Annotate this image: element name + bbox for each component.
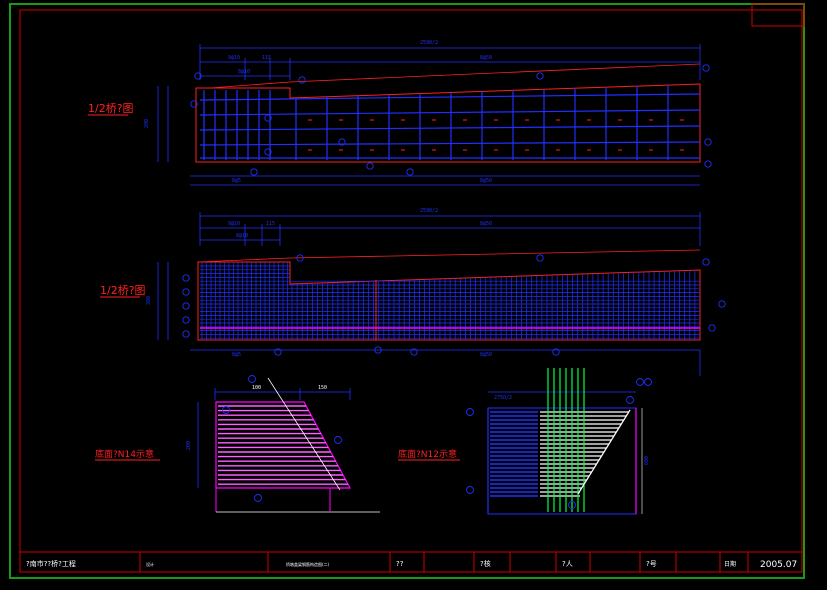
dim-seg-top-bottom: 8@5 bbox=[232, 178, 241, 184]
callout-circle bbox=[406, 168, 414, 176]
callout-circle bbox=[708, 324, 716, 332]
callout-circle bbox=[250, 168, 258, 176]
callout-circle bbox=[264, 114, 272, 122]
dim-n12-height: 600 bbox=[644, 456, 650, 465]
callout-circle bbox=[536, 254, 544, 262]
dim-sub2-mid: 115 bbox=[266, 221, 275, 227]
callout-circle bbox=[552, 348, 560, 356]
title-field-d: ?号 bbox=[646, 560, 657, 568]
callout-circle bbox=[536, 72, 544, 80]
dim-sub2-top: 115 bbox=[262, 55, 271, 61]
callout-circle bbox=[298, 76, 306, 84]
detail-n12-label: 底面?N12示意 bbox=[398, 448, 457, 460]
title-field-c: ?人 bbox=[562, 560, 573, 568]
dim-sub1-mid: 9@10 bbox=[228, 221, 240, 227]
dim-n14-b: 150 bbox=[318, 385, 327, 391]
callout-circle bbox=[190, 100, 198, 108]
dim-vert-top: 200 bbox=[144, 119, 150, 128]
dim-main-top-bottom: 8@50 bbox=[480, 178, 492, 184]
dim-n12-total: 2750/2 bbox=[494, 395, 512, 401]
dim-seg-mid-bottom: 8@5 bbox=[232, 352, 241, 358]
callout-circle bbox=[296, 254, 304, 262]
detail-n12: 2750/2 600 底面?N12示意 bbox=[398, 368, 652, 515]
middle-view: 2590/2 8@50 9@10 115 8@10 8@50 8@5 200 1… bbox=[100, 208, 726, 376]
top-view-label: 1/2桥?图 bbox=[88, 102, 134, 115]
outer-frame bbox=[9, 3, 805, 579]
title-project: ?南市??桥?工程 bbox=[26, 559, 76, 568]
dim-n14-a: 100 bbox=[252, 385, 261, 391]
callout-circle bbox=[264, 148, 272, 156]
dim-sub1-top: 9@10 bbox=[228, 55, 240, 61]
callout-circle bbox=[182, 288, 190, 296]
title-date: 2005.07 bbox=[760, 560, 797, 570]
dim-vert-mid: 200 bbox=[146, 296, 152, 305]
dim-main-mid: 8@50 bbox=[480, 221, 492, 227]
title-field-a: ?? bbox=[396, 560, 404, 568]
callout-circle bbox=[410, 348, 418, 356]
title-designer: 设计 bbox=[146, 561, 154, 567]
middle-view-label: 1/2桥?图 bbox=[100, 284, 146, 297]
dim-side-mid: 8@10 bbox=[236, 233, 248, 239]
callout-circle bbox=[182, 274, 190, 282]
callout-circle bbox=[194, 72, 202, 80]
title-field-b: ?核 bbox=[480, 559, 491, 568]
top-view: 2590/2 8@50 9@10 115 8@10 8@50 8@5 bbox=[88, 40, 712, 186]
dim-total-mid: 2590/2 bbox=[420, 208, 438, 214]
detail-n14-label: 底面?N14示意 bbox=[95, 448, 154, 460]
callout-circle bbox=[338, 138, 346, 146]
callout-circle bbox=[182, 302, 190, 310]
callout-circle bbox=[704, 160, 712, 168]
dim-small-top: 8@10 bbox=[238, 69, 250, 75]
callout-circle bbox=[182, 316, 190, 324]
callout-circle bbox=[182, 330, 190, 338]
corner-box bbox=[751, 3, 805, 27]
callout-circle bbox=[718, 300, 726, 308]
dim-main-mid-bottom: 8@50 bbox=[480, 352, 492, 358]
dim-n14-vert: 200 bbox=[186, 441, 192, 450]
callout-circle bbox=[374, 346, 382, 354]
callout-circle bbox=[702, 258, 710, 266]
title-sheet: 日期 bbox=[724, 560, 736, 568]
title-drawing-name: 桥墩盖梁钢筋构造图(二) bbox=[286, 561, 330, 567]
callout-circle bbox=[702, 64, 710, 72]
callout-circle bbox=[704, 138, 712, 146]
callout-circle bbox=[366, 162, 374, 170]
callout-circle bbox=[274, 348, 282, 356]
dim-main-top: 8@50 bbox=[480, 55, 492, 61]
detail-n14: 100 150 200 底面?N14示意 bbox=[95, 375, 380, 513]
title-block: ?南市??桥?工程 设计 桥墩盖梁钢筋构造图(二) ?? ?核 ?人 ?号 日期… bbox=[19, 551, 803, 573]
dim-total-top: 2590/2 bbox=[420, 40, 438, 46]
